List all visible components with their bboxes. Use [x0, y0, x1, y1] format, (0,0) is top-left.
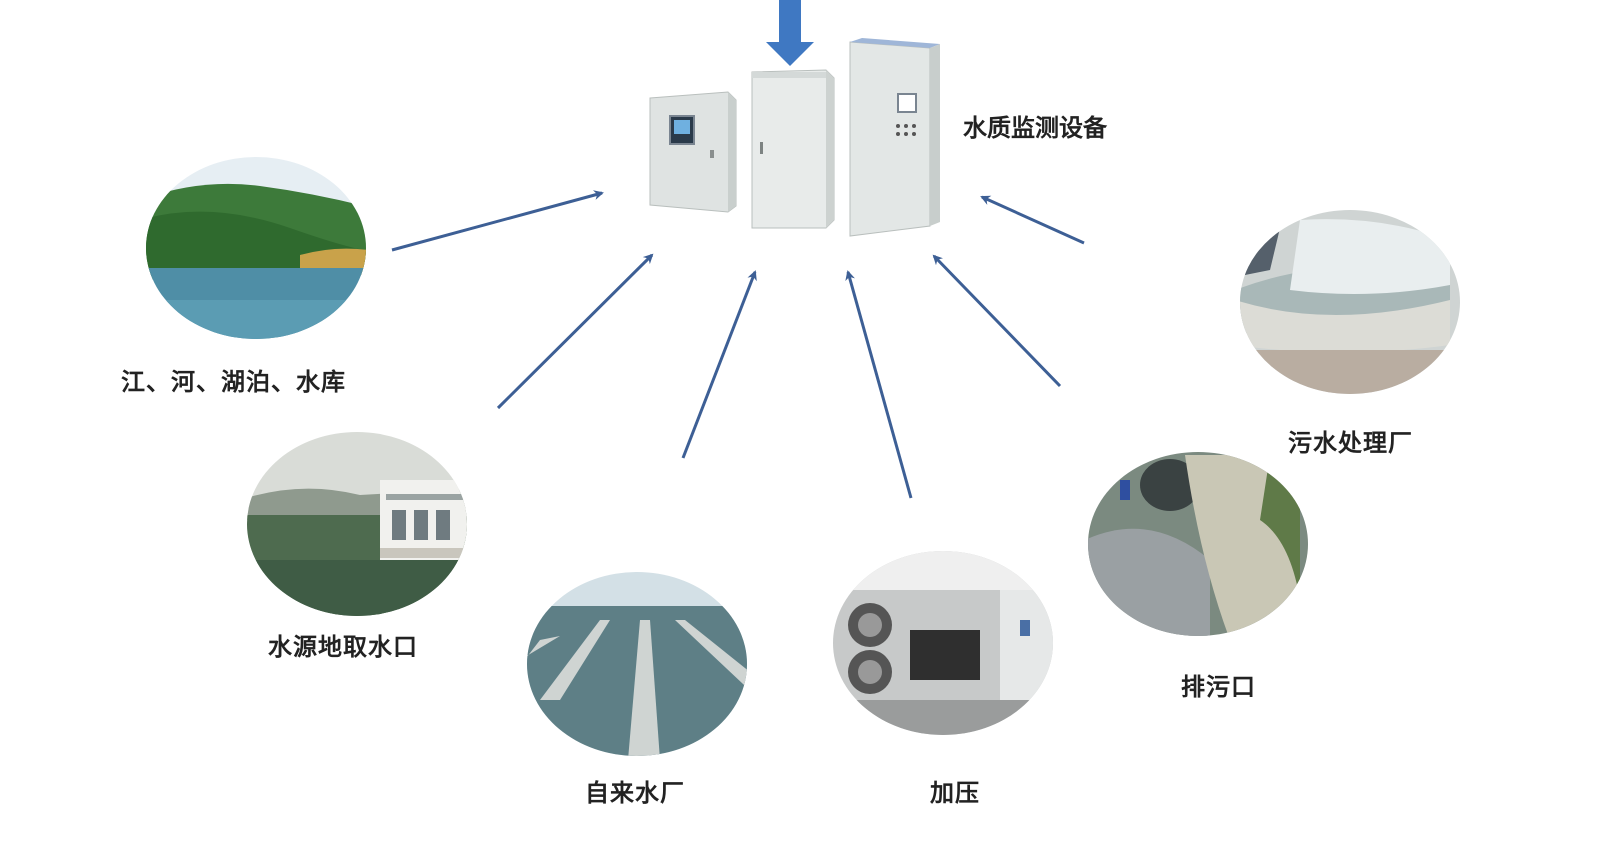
panel-screen-icon — [897, 93, 917, 113]
tall-cabinet — [849, 38, 940, 237]
source-label-sewage: 污水处理厂 — [1288, 429, 1413, 457]
arrow-sewage — [980, 195, 1085, 245]
arrow-waterworks — [681, 270, 757, 459]
wall-cabinet — [649, 91, 737, 213]
source-label-pump: 加压 — [930, 779, 980, 807]
monitoring-cabinets — [649, 38, 940, 237]
flow-arrows — [391, 190, 1085, 499]
main-cabinet — [751, 69, 835, 229]
river-photo — [146, 157, 366, 339]
intake-photo — [247, 432, 467, 616]
pump-station-photo — [833, 551, 1053, 735]
equipment-label: 水质监测设备 — [963, 114, 1107, 142]
sewage-plant-photo — [1240, 210, 1460, 394]
outlet-photo — [1088, 452, 1308, 636]
arrow-outlet — [932, 254, 1062, 388]
source-label-waterworks: 自来水厂 — [585, 779, 685, 807]
arrow-intake — [496, 253, 654, 410]
source-label-intake: 水源地取水口 — [268, 633, 418, 661]
source-label-river: 江、河、湖泊、水库 — [121, 368, 346, 396]
source-label-outlet: 排污口 — [1181, 673, 1256, 701]
arrow-river — [391, 190, 604, 252]
waterworks-photo — [527, 572, 747, 756]
arrow-pump — [845, 270, 913, 499]
input-arrow-icon — [766, 0, 814, 66]
